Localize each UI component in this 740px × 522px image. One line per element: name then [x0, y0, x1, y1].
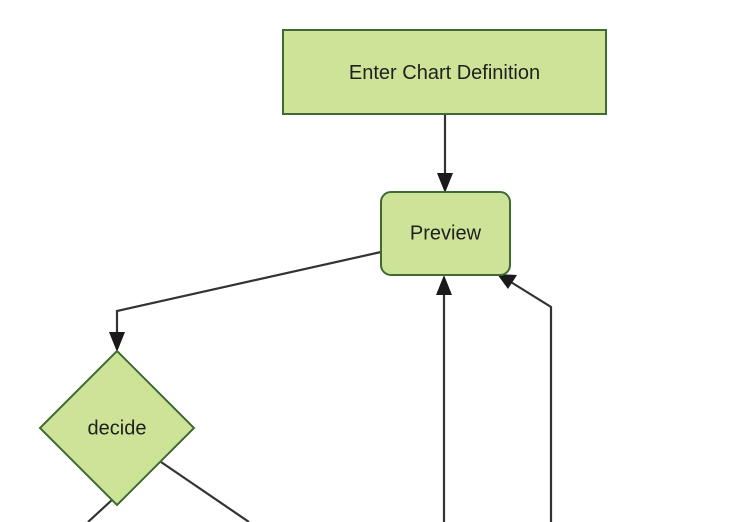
- edge-preview-to-decide: [109, 250, 382, 352]
- arrowhead-icon: [436, 275, 452, 295]
- edge-enter-to-preview: [437, 114, 453, 193]
- edge-line: [160, 461, 250, 522]
- node-shape-rounded-rectangle[interactable]: [380, 191, 511, 276]
- edge-decide-bottom-left: [87, 498, 114, 522]
- node-shape-diamond[interactable]: [38, 349, 196, 507]
- arrowhead-icon: [109, 332, 125, 352]
- edge-line: [87, 498, 114, 522]
- node-enter-chart-definition[interactable]: Enter Chart Definition: [282, 29, 607, 115]
- edge-bottom-center-to-preview: [436, 275, 452, 522]
- arrowhead-icon: [497, 274, 517, 289]
- node-preview[interactable]: Preview: [380, 191, 511, 276]
- edge-bottom-right-to-preview: [497, 274, 553, 522]
- arrowhead-icon: [437, 173, 453, 193]
- edge-line: [505, 278, 553, 522]
- node-shape-rectangle[interactable]: [282, 29, 607, 115]
- edge-decide-bottom-right: [160, 461, 250, 522]
- edge-line: [115, 250, 382, 342]
- node-decide[interactable]: decide: [38, 349, 196, 507]
